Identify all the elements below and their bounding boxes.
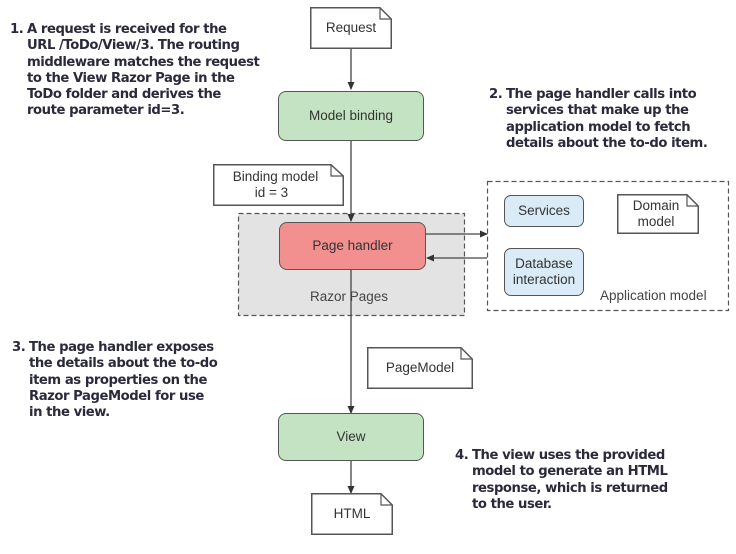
annotation-step-1: 1. A request is received for the URL /To… [10, 22, 260, 120]
annotation-line: The view uses the provided [472, 448, 665, 463]
page-model-label: PageModel [385, 360, 455, 375]
database-interaction-line-2: interaction [512, 272, 576, 287]
model-binding-label: Model binding [308, 108, 394, 123]
database-interaction-node: Database interaction [504, 248, 584, 296]
annotation-step-2: 2. The page handler calls into services … [489, 87, 708, 152]
page-handler-label: Page handler [312, 238, 393, 253]
annotation-number: 1. [10, 22, 24, 37]
database-interaction-line-1: Database [515, 256, 573, 271]
annotation-step-3: 3. The page handler exposes the details … [12, 340, 218, 421]
annotation-line: response, which is returned [472, 480, 668, 496]
html-label: HTML [333, 506, 371, 521]
document-shape-icon [310, 7, 392, 49]
page-handler-node: Page handler [279, 222, 426, 270]
application-model-label: Application model [600, 288, 707, 303]
html-document: HTML [311, 493, 393, 535]
annotation-line: application model to fetch [506, 119, 691, 135]
view-node: View [278, 413, 424, 461]
annotation-line: Razor PageModel for use [29, 388, 204, 404]
services-label: Services [518, 203, 570, 218]
razor-pages-label: Razor Pages [310, 289, 389, 304]
annotation-line: the details about the to-do [29, 356, 218, 372]
annotation-number: 4. [455, 448, 469, 463]
services-node: Services [504, 195, 584, 227]
annotation-line: in the view. [29, 405, 110, 421]
annotation-line: services that make up the [506, 103, 689, 119]
binding-model-label: Binding model [232, 169, 319, 184]
domain-model-line-1: Domain [632, 198, 680, 213]
page-model-document: PageModel [367, 347, 473, 389]
document-shape-icon [311, 493, 393, 535]
annotation-line: A request is received for the [27, 22, 227, 37]
request-label: Request [325, 20, 377, 35]
annotation-line: model to generate an HTML [472, 464, 668, 480]
binding-model-id: id = 3 [254, 185, 289, 200]
annotation-line: details about the to-do item. [506, 135, 708, 151]
annotation-line: ToDo folder and derives the [27, 87, 221, 103]
binding-model-document: Binding model id = 3 [213, 164, 344, 206]
annotation-line: URL /ToDo/View/3. The routing [27, 38, 240, 54]
domain-model-document: Domain model [617, 194, 699, 234]
annotation-line: item as properties on the [29, 372, 207, 388]
annotation-line: The page handler calls into [506, 87, 697, 102]
document-shape-icon [213, 164, 344, 206]
annotation-number: 3. [12, 340, 26, 355]
annotation-line: route parameter id=3. [27, 103, 185, 119]
view-label: View [336, 429, 366, 444]
annotation-line: The page handler exposes [29, 340, 214, 355]
request-document: Request [310, 7, 392, 49]
annotation-line: to the View Razor Page in the [27, 70, 235, 86]
document-shape-icon [617, 194, 699, 234]
annotation-step-4: 4. The view uses the provided model to g… [455, 448, 668, 513]
annotation-number: 2. [489, 87, 503, 102]
annotation-line: middleware matches the request [27, 54, 260, 70]
model-binding-node: Model binding [278, 91, 424, 141]
domain-model-line-2: model [637, 214, 675, 229]
annotation-line: to the user. [472, 496, 552, 512]
document-shape-icon [367, 347, 473, 389]
